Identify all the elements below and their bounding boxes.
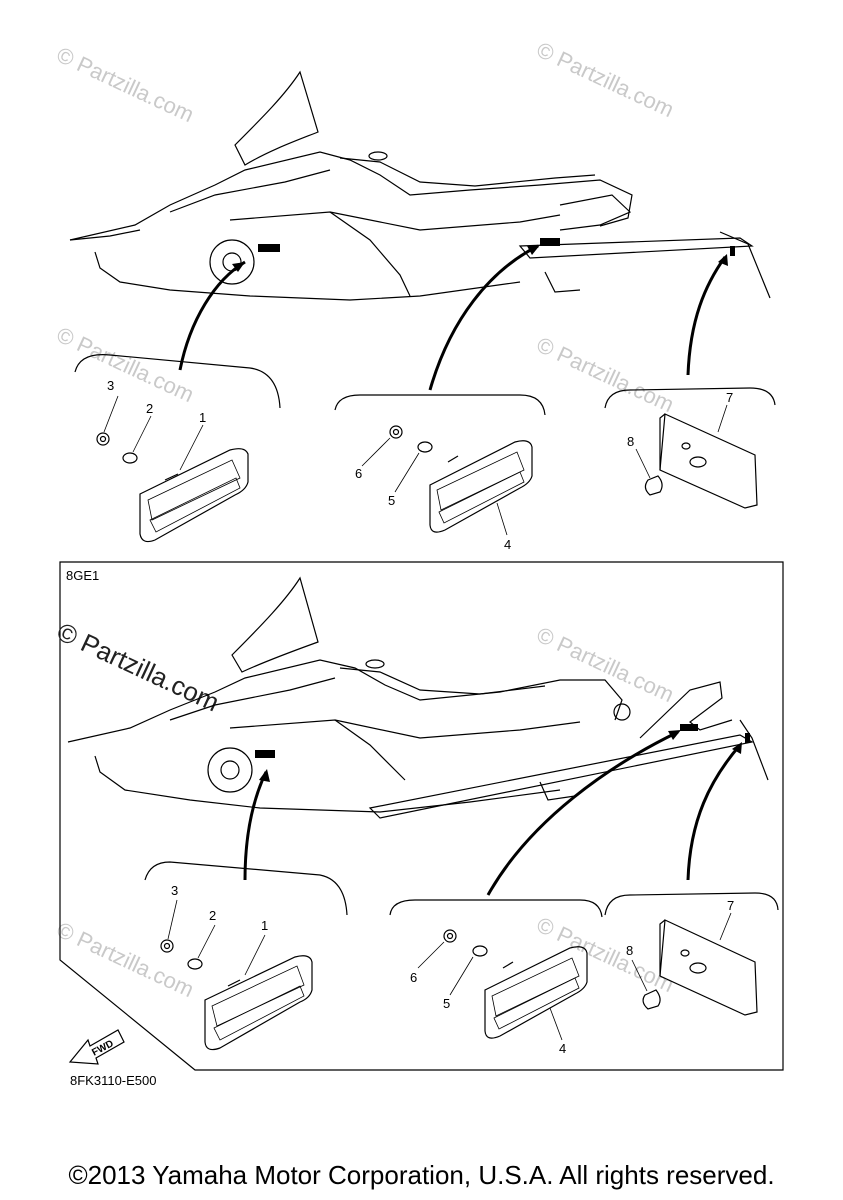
reflector-plate-right [635,404,758,509]
callout-7: 7 [727,898,734,913]
reflector-marker [540,238,560,246]
snowmobile-bottom [67,576,769,819]
callout-5: 5 [443,996,450,1011]
group-brackets-top [74,354,776,416]
watermark-text: © Partzilla.com [533,912,678,997]
reflector-assembly-left-bottom [160,899,313,1051]
callout-6: 6 [410,970,417,985]
callout-2: 2 [146,401,153,416]
snowmobile-top [69,70,771,301]
reflector-assembly-center-bottom [417,929,588,1041]
watermark-text: © Partzilla.com [53,42,198,127]
callout-6: 6 [355,466,362,481]
watermark-text: © Partzilla.com [53,322,198,407]
model-code: 8GE1 [66,568,99,583]
leader-arrows-bottom [243,730,742,896]
callout-8: 8 [627,434,634,449]
reflector-assembly-left [96,395,249,543]
reflector-marker [730,246,735,256]
reflector-marker [255,750,275,758]
callout-4: 4 [504,537,511,552]
callout-5: 5 [388,493,395,508]
copyright-notice: ©2013 Yamaha Motor Corporation, U.S.A. A… [68,1160,775,1190]
reflector-plate-right-bottom [631,912,758,1016]
watermark-text: © Partzilla.com [52,616,223,717]
callout-3: 3 [107,378,114,393]
fwd-arrow-icon: FWD [68,1029,125,1065]
callout-1: 1 [261,918,268,933]
callout-8: 8 [626,943,633,958]
callout-3: 3 [171,883,178,898]
callout-2: 2 [209,908,216,923]
watermark-text: © Partzilla.com [533,37,678,122]
group-brackets-bottom [144,861,779,918]
reflector-assembly-center [361,425,533,536]
section-frame [59,561,784,1071]
reflector-marker [258,244,280,252]
leader-arrows-top [178,244,728,391]
watermark-text: © Partzilla.com [53,917,198,1002]
fwd-label: FWD [90,1038,115,1058]
callout-1: 1 [199,410,206,425]
diagram-code: 8FK3110-E500 [70,1073,157,1088]
reflector-marker [680,724,698,731]
callout-4: 4 [559,1041,566,1056]
watermark-text: © Partzilla.com [533,622,678,707]
callout-7: 7 [726,390,733,405]
reflector-marker [745,733,750,743]
